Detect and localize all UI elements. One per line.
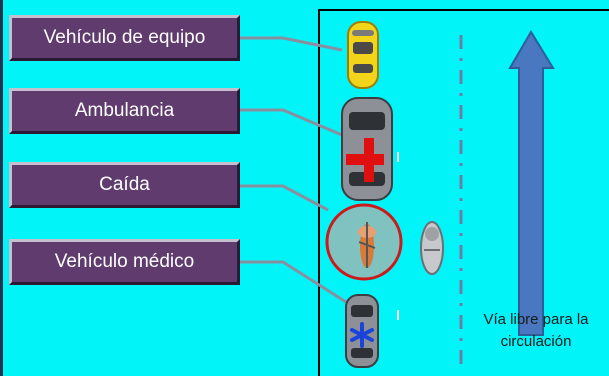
team-car-icon xyxy=(347,21,379,89)
direction-arrow-icon xyxy=(508,30,555,336)
left-edge-bar xyxy=(0,0,3,376)
free-lane-text-line1: Vía libre para la xyxy=(483,311,589,328)
ambulance-icon xyxy=(341,97,393,201)
free-lane-text-line2: circulación xyxy=(500,333,572,350)
connector-medical-vehicle xyxy=(240,260,347,304)
label-medical-vehicle: Vehículo médico xyxy=(9,239,240,285)
medical-car-icon xyxy=(345,294,379,368)
rider-icon xyxy=(420,221,444,275)
label-team-vehicle: Vehículo de equipo xyxy=(9,15,240,61)
fall-incident-icon xyxy=(325,203,403,281)
label-ambulance: Ambulancia xyxy=(9,88,240,134)
connector-fall xyxy=(240,184,329,212)
connector-ambulance xyxy=(240,108,343,137)
medical-star-icon xyxy=(350,322,374,348)
connector-team-vehicle xyxy=(240,36,343,52)
label-fall: Caída xyxy=(9,162,240,208)
road-area xyxy=(318,9,609,376)
free-lane-text: Vía libre para la circulación xyxy=(466,309,606,353)
